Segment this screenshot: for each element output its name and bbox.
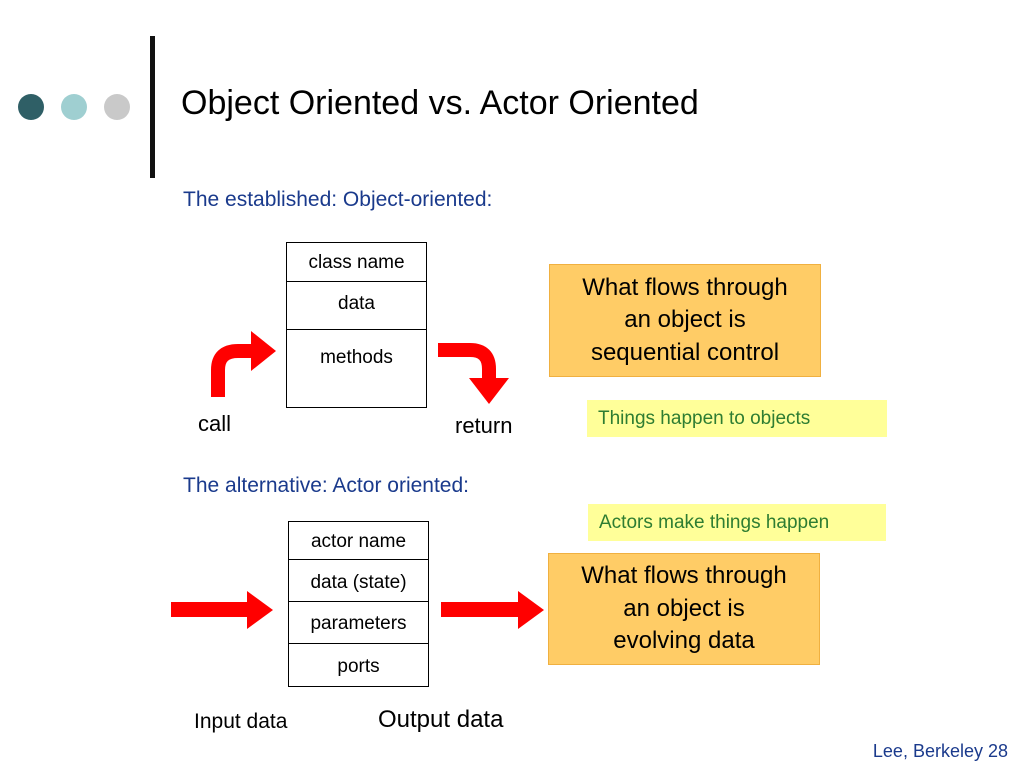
decor-dot-dark bbox=[18, 94, 44, 120]
evolving-data-note: What flows through an object is evolving… bbox=[548, 553, 820, 665]
output-arrow-icon bbox=[441, 591, 544, 629]
actor-box: actor name data (state) parameters ports bbox=[288, 521, 429, 687]
object-section-subtitle: The established: Object-oriented: bbox=[183, 188, 493, 211]
actor-box-divider-1 bbox=[289, 559, 428, 560]
actor-box-divider-2 bbox=[289, 601, 428, 602]
sequential-note-line-1: What flows through bbox=[582, 273, 788, 301]
class-box-divider-2 bbox=[287, 329, 426, 330]
actor-section-subtitle: The alternative: Actor oriented: bbox=[183, 474, 469, 497]
title-divider bbox=[150, 36, 155, 178]
decor-dot-gray bbox=[104, 94, 130, 120]
return-arrow-icon bbox=[438, 343, 509, 404]
actors-happen-note: Actors make things happen bbox=[588, 504, 886, 541]
actor-parameters-cell: parameters bbox=[310, 613, 407, 634]
input-data-label: Input data bbox=[194, 710, 288, 733]
slide-footer: Lee, Berkeley 28 bbox=[872, 741, 1008, 761]
class-data-cell: data bbox=[338, 293, 375, 314]
actor-data-cell: data (state) bbox=[310, 572, 407, 593]
sequential-note-line-3: sequential control bbox=[590, 338, 780, 366]
actor-box-divider-3 bbox=[289, 643, 428, 644]
evolving-note-line-1: What flows through bbox=[581, 562, 787, 590]
call-label: call bbox=[198, 411, 232, 436]
objects-happen-note: Things happen to objects bbox=[587, 400, 887, 437]
class-box-divider-1 bbox=[287, 281, 426, 282]
evolving-note-line-2: an object is bbox=[623, 594, 745, 622]
actor-ports-cell: ports bbox=[337, 656, 380, 677]
sequential-note-line-2: an object is bbox=[624, 306, 746, 334]
actor-name-cell: actor name bbox=[310, 531, 407, 552]
sequential-control-note: What flows through an object is sequenti… bbox=[549, 264, 821, 377]
evolving-note-line-3: evolving data bbox=[613, 627, 755, 655]
slide-title: Object Oriented vs. Actor Oriented bbox=[181, 84, 699, 122]
call-arrow-icon bbox=[211, 331, 276, 397]
class-box: class name data methods bbox=[286, 242, 427, 408]
return-label: return bbox=[455, 413, 513, 438]
output-data-label: Output data bbox=[378, 706, 504, 733]
class-name-cell: class name bbox=[308, 252, 405, 273]
decor-dot-teal bbox=[61, 94, 87, 120]
class-methods-cell: methods bbox=[320, 347, 393, 368]
input-arrow-icon bbox=[171, 591, 273, 629]
